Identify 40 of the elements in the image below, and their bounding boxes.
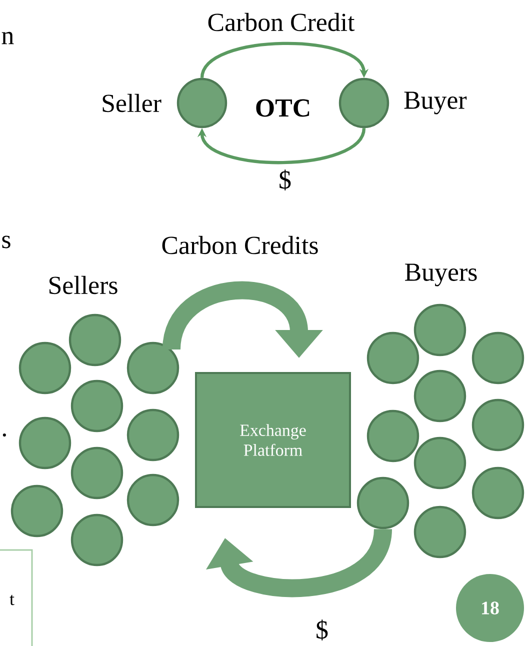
platform-box: Exchange Platform [195, 372, 351, 508]
arrow [206, 528, 392, 598]
label: Sellers [49, 276, 118, 294]
label: Buyers [405, 264, 477, 286]
circle [338, 78, 390, 128]
circle [366, 410, 420, 462]
circle [472, 466, 524, 520]
label: s [2, 236, 10, 248]
label: . [2, 433, 6, 437]
circle [18, 342, 72, 394]
circle [414, 436, 466, 490]
circle [70, 514, 124, 566]
edge-label: Carbon Credit [208, 12, 355, 32]
party-label: Seller [102, 94, 162, 112]
arrow [200, 42, 369, 78]
label: OTC [256, 99, 310, 117]
circle [176, 78, 228, 128]
circle [70, 446, 124, 500]
circle [18, 416, 72, 470]
circle [126, 408, 180, 462]
party-label: Buyer [404, 92, 467, 114]
circle [472, 398, 524, 452]
circle [414, 304, 466, 356]
text-frame: t [0, 549, 33, 646]
circle [126, 474, 180, 526]
circle [356, 476, 410, 530]
page-number: 18 [456, 574, 524, 642]
edge-label: $ [316, 620, 328, 640]
circle [126, 342, 180, 394]
edge-label: $ [280, 170, 291, 190]
circle [70, 380, 124, 432]
circle [366, 332, 420, 384]
circle [414, 506, 466, 558]
arrow [197, 128, 366, 164]
circle [472, 332, 524, 384]
circle [10, 484, 64, 538]
label: n [2, 32, 14, 44]
edge-label: Carbon Credits [162, 236, 318, 254]
circle [68, 314, 122, 366]
circle [414, 370, 466, 422]
